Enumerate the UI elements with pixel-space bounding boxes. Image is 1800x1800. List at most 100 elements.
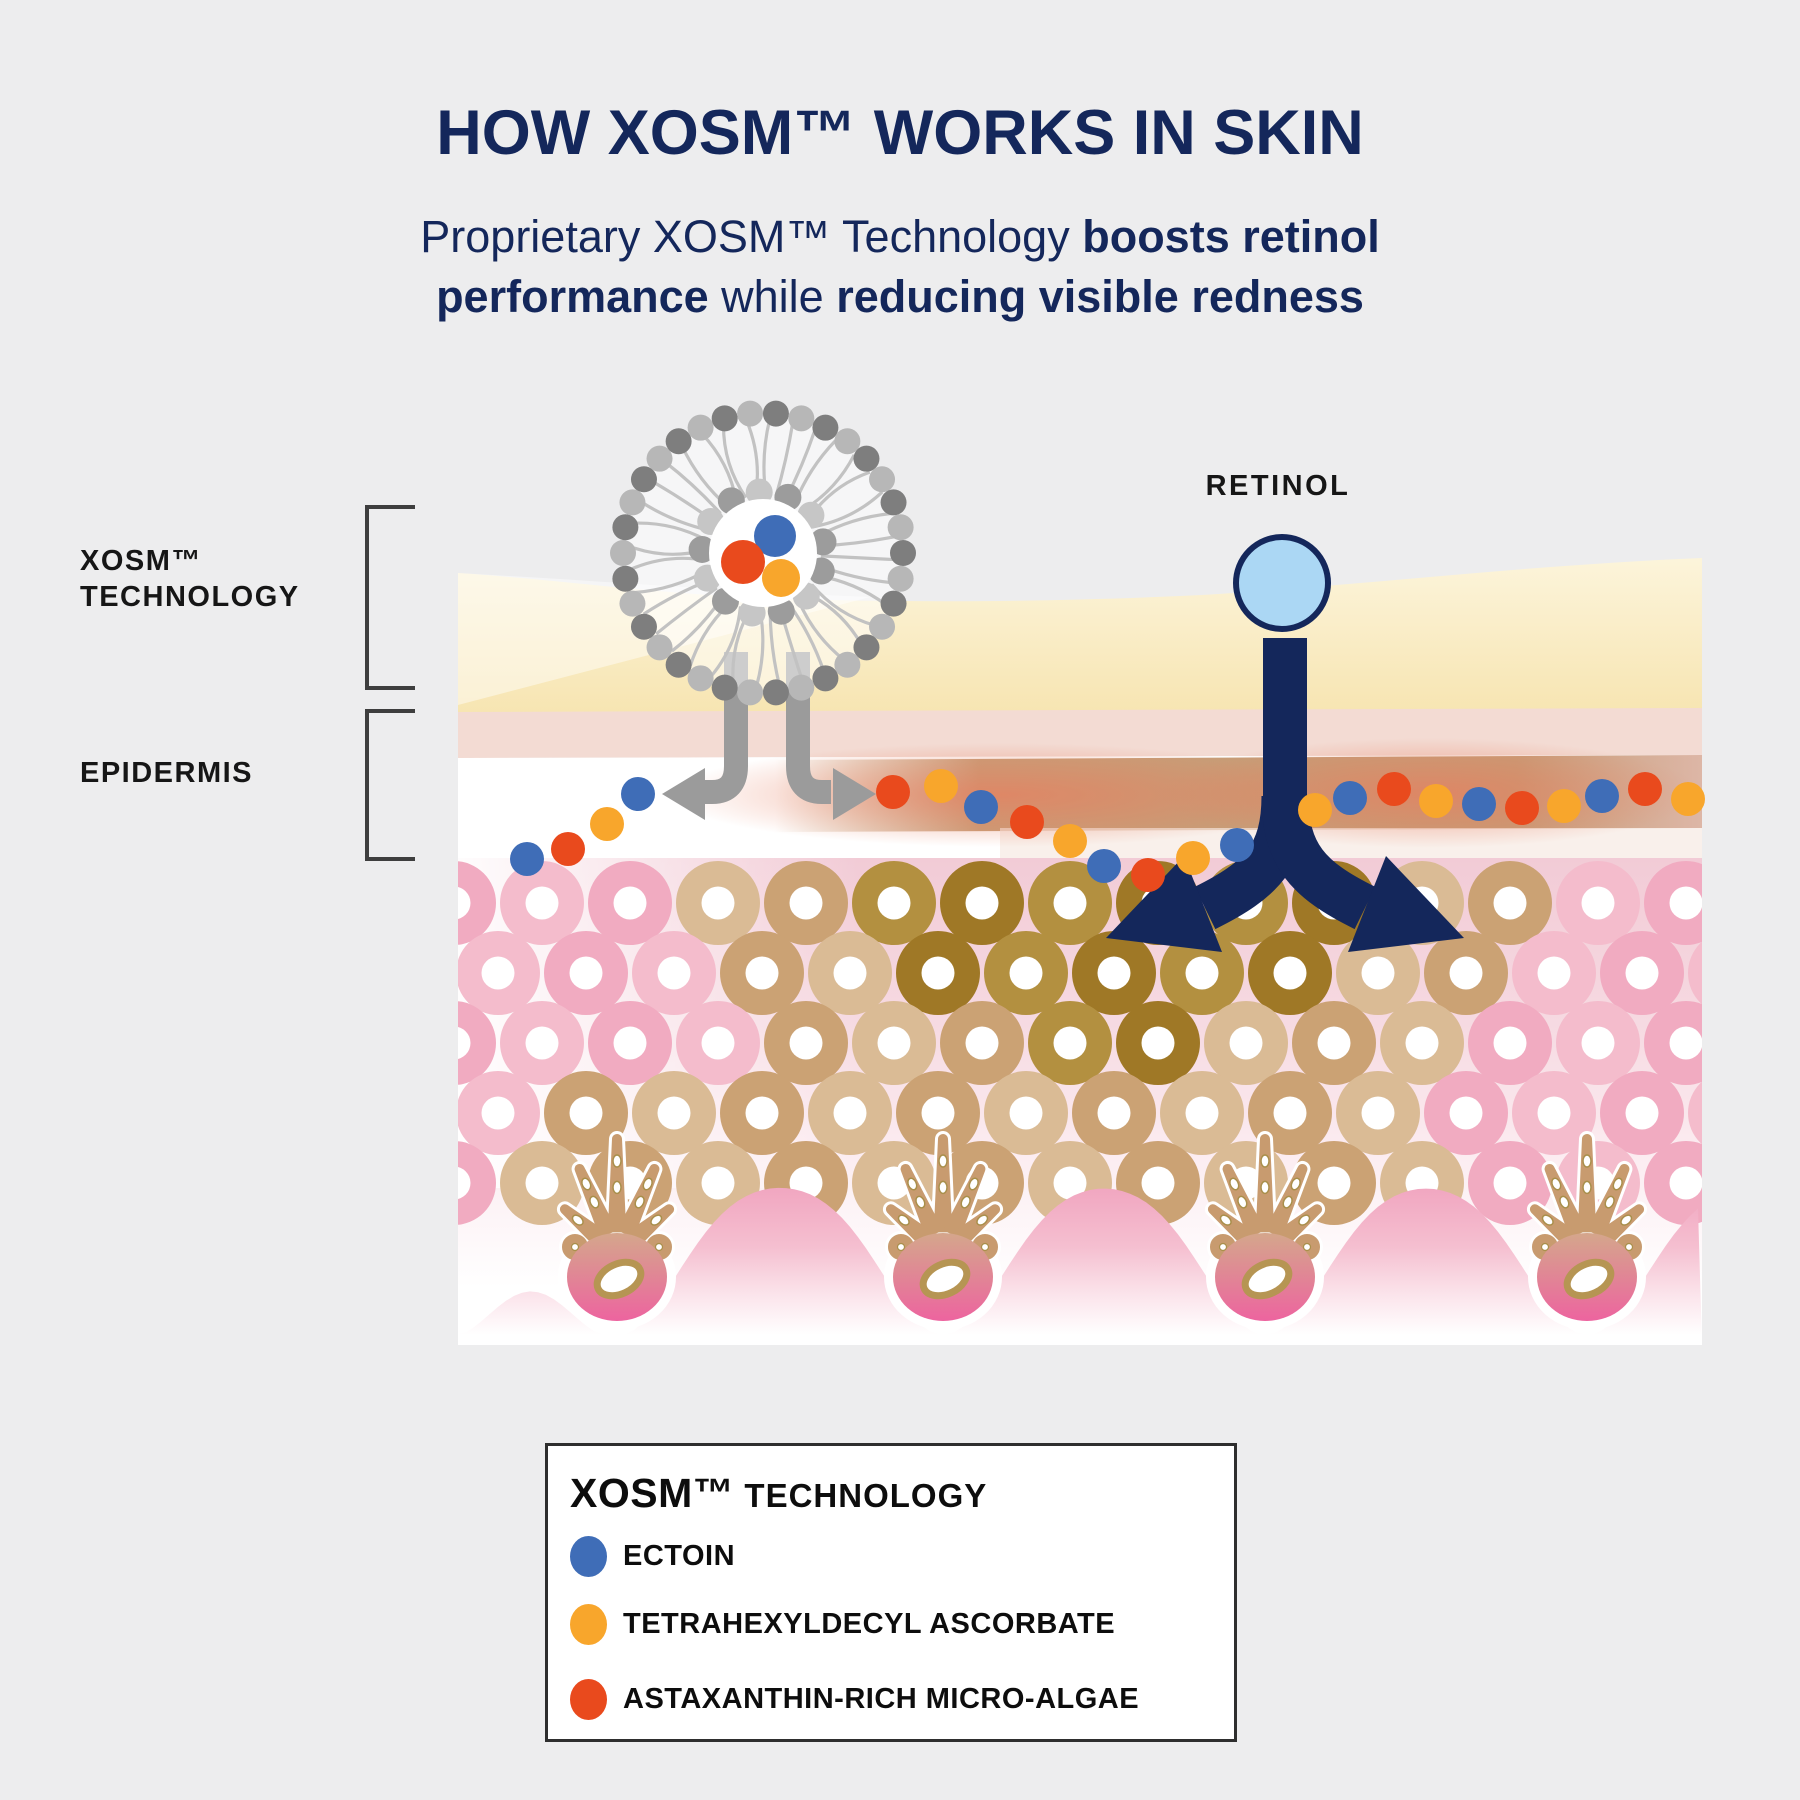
micelle-outer-dot: [812, 665, 839, 692]
legend-item-thd-ascorbate: TETRAHEXYLDECYL ASCORBATE: [570, 1602, 1115, 1646]
dendritic-granule: [654, 1242, 664, 1252]
skin-cell-nucleus: [965, 1026, 999, 1060]
liposome-micelle-icon: [610, 400, 916, 706]
astaxanthin-dot-icon: [1010, 805, 1044, 839]
dendritic-granule: [589, 1195, 600, 1209]
dendritic-cell-icon: [556, 1131, 678, 1330]
dendritic-granule: [896, 1242, 906, 1252]
release-arrow-right: [786, 652, 831, 804]
dendritic-cell-icon: [1526, 1131, 1648, 1330]
dendritic-granule: [1282, 1195, 1293, 1209]
legend-item-label: TETRAHEXYLDECYL ASCORBATE: [623, 1607, 1116, 1640]
dendritic-granule: [650, 1214, 663, 1226]
thd-ascorbate-dot-icon: [1298, 793, 1332, 827]
skin-cell-nucleus: [1229, 1026, 1263, 1060]
legend-box: XOSM™ TECHNOLOGY ECTOIN TETRAHEXYLDECYL …: [545, 1443, 1237, 1742]
page-title: HOW XOSM™ WORKS IN SKIN: [436, 98, 1364, 168]
dendritic-granule: [938, 1180, 948, 1195]
release-arrow-left-head: [662, 768, 705, 820]
skin-cell-nucleus: [1669, 1026, 1702, 1060]
skin-cell: [458, 861, 496, 945]
dendritic-cell-icon: [882, 1131, 1004, 1330]
micelle-outer-dot: [887, 565, 914, 592]
epidermis-label: EPIDERMIS: [80, 757, 254, 789]
dendritic-granule: [1551, 1177, 1562, 1191]
ingredient-dots: [510, 769, 1705, 892]
micelle-outer-dot: [630, 466, 657, 493]
dendritic-granule: [1624, 1242, 1634, 1252]
skin-cell-nucleus: [481, 956, 515, 990]
skin-cell-nucleus: [1317, 1026, 1351, 1060]
micelle-outer-dot: [890, 540, 916, 566]
skin-cell-nucleus: [833, 1096, 867, 1130]
subtitle-text: Proprietary XOSM™ Technology: [420, 211, 1083, 262]
micelle-release-arrows: [662, 652, 876, 820]
dendritic-granule: [1604, 1195, 1615, 1209]
skin-cell-nucleus: [1317, 1166, 1351, 1200]
skin-cell-nucleus: [458, 886, 471, 920]
micelle-outer-dot: [737, 400, 764, 427]
legend-item-label: ASTAXANTHIN-RICH MICRO-ALGAE: [623, 1682, 1140, 1715]
dendritic-granule: [897, 1214, 910, 1226]
irritation-gradient-left: [670, 743, 1330, 847]
skin-cell-nucleus: [1581, 886, 1615, 920]
skin-cell-nucleus: [789, 1026, 823, 1060]
skin-cell-nucleus: [1361, 1096, 1395, 1130]
xosm-technology-label: XOSM™ TECHNOLOGY: [80, 543, 300, 615]
retinol-arrow: [1106, 534, 1464, 952]
micelle-outer-dot: [737, 679, 764, 706]
dendritic-granule: [1290, 1177, 1301, 1191]
micelle-outer-dot: [630, 613, 657, 640]
skin-cells: [458, 861, 1702, 1225]
skin-cell-nucleus: [701, 886, 735, 920]
thd-ascorbate-dot-icon: [590, 807, 624, 841]
epidermis-bracket: [365, 709, 415, 861]
thd-ascorbate-dot-icon: [570, 1603, 607, 1645]
retinol-molecule-icon: [1233, 534, 1331, 632]
ectoin-dot-icon: [1333, 781, 1367, 815]
skin-cell-nucleus: [1053, 1166, 1087, 1200]
astaxanthin-dot-icon: [1131, 858, 1165, 892]
dendritic-vesicle: [1241, 1258, 1293, 1300]
skin-cell-nucleus: [569, 956, 603, 990]
ectoin-dot-icon: [1220, 828, 1254, 862]
skin-cell: [1688, 1081, 1702, 1145]
skin-cell-nucleus: [1009, 956, 1043, 990]
dendritic-granule: [1620, 1214, 1633, 1226]
micelle-outer-dot: [646, 445, 673, 472]
legend-item-astaxanthin: ASTAXANTHIN-RICH MICRO-ALGAE: [570, 1677, 1139, 1721]
skin-cell-nucleus: [1581, 1026, 1615, 1060]
micelle-outer-dot: [762, 400, 789, 427]
dendritic-cell-icon: [1204, 1131, 1326, 1330]
dendritic-granule: [571, 1214, 584, 1226]
thd-ascorbate-dot-icon: [1419, 784, 1453, 818]
dendritic-granule: [570, 1242, 580, 1252]
skin-cell-nucleus: [877, 886, 911, 920]
dendritic-granule: [634, 1195, 645, 1209]
subtitle-text-bold: performance: [436, 271, 709, 322]
skin-cell-nucleus: [745, 956, 779, 990]
dendritic-granule: [1559, 1195, 1570, 1209]
skin-cell-nucleus: [1669, 886, 1702, 920]
dendritic-granule: [1582, 1154, 1592, 1168]
dendritic-vesicle: [1563, 1258, 1615, 1300]
skin-cell-nucleus: [1097, 956, 1131, 990]
dendritic-vesicle: [593, 1258, 645, 1300]
astaxanthin-dot-icon: [551, 832, 585, 866]
xosm-label-line2: TECHNOLOGY: [80, 581, 300, 613]
micelle-outer-dot: [610, 540, 636, 566]
ectoin-dot-icon: [1585, 779, 1619, 813]
skin-cell-nucleus: [1625, 956, 1659, 990]
micelle-outer-dot: [619, 590, 646, 617]
dermis-wave-shape: [458, 1187, 1702, 1345]
micelle-outer-dot: [619, 489, 646, 516]
skin-cell-nucleus: [1405, 1026, 1439, 1060]
ectoin-dot-icon: [754, 515, 796, 557]
micelle-outer-dot: [869, 613, 896, 640]
subtitle-line-1: Proprietary XOSM™ Technology boosts reti…: [0, 207, 1800, 267]
skin-cell-nucleus: [1625, 1096, 1659, 1130]
skin-cell-nucleus: [657, 956, 691, 990]
release-arrow-right-head: [833, 768, 876, 820]
